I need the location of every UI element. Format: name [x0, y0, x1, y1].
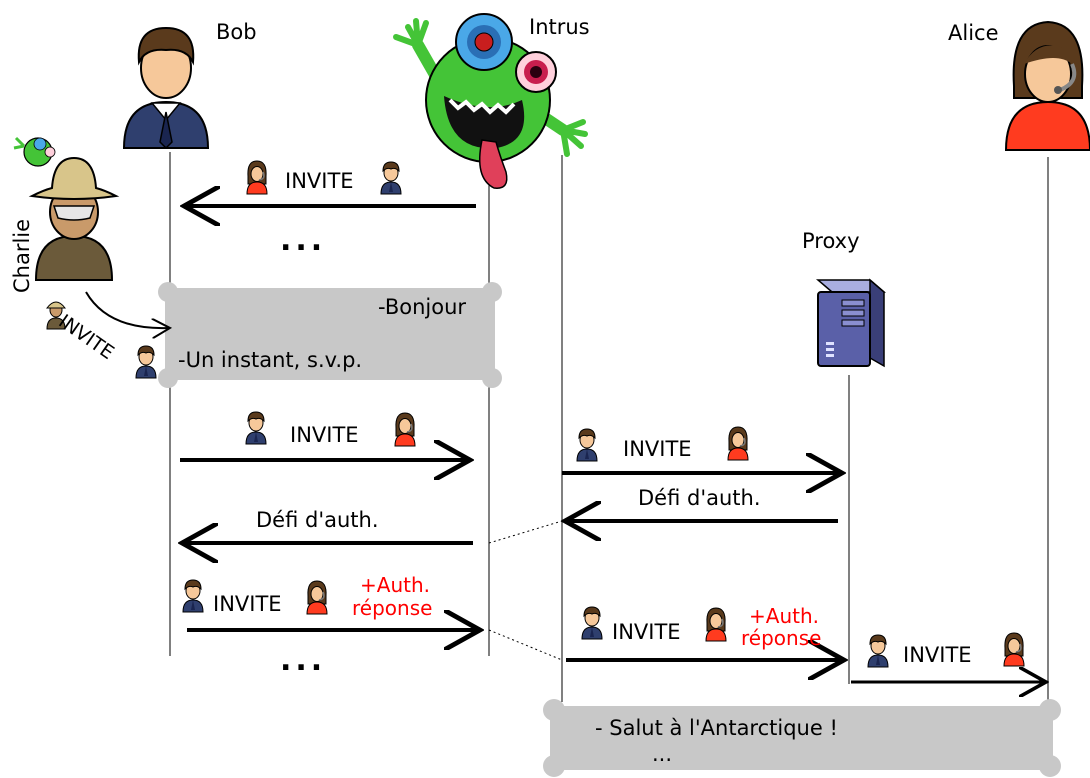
invite-label-6: INVITE	[903, 643, 972, 667]
bob-icon	[867, 634, 889, 668]
invite-label-4: INVITE	[213, 592, 282, 616]
intruder-avatar	[393, 13, 588, 189]
bob-icon	[581, 606, 603, 640]
bob-avatar	[122, 26, 210, 150]
alice-avatar	[1004, 20, 1090, 151]
invite-label-2: INVITE	[290, 423, 359, 447]
note-alice-greeting	[543, 699, 1061, 777]
challenge-label-bob: Défi d'auth.	[256, 508, 379, 532]
auth-label-1-line2: réponse	[352, 596, 433, 620]
alice-icon	[246, 160, 268, 195]
relay-dotted-challenge	[488, 520, 563, 544]
lifelines	[169, 152, 1049, 702]
charlie-label: Charlie	[10, 218, 34, 293]
alice-icon	[1003, 632, 1025, 667]
bob-icon	[182, 579, 204, 613]
bob-icon	[245, 411, 267, 445]
arrow-charlie-to-note	[85, 291, 168, 328]
note-intercepted-chat	[158, 282, 502, 388]
alice-icon	[705, 607, 727, 642]
ellipsis-2: ...	[280, 643, 327, 678]
note-hello: -Bonjour	[378, 295, 467, 319]
greeting-text: - Salut à l'Antarctique !	[595, 716, 838, 740]
bob-icon	[135, 345, 157, 379]
alice-label: Alice	[948, 21, 999, 45]
bob-label: Bob	[216, 20, 257, 44]
message-arrows	[85, 206, 1043, 682]
relay-dotted-auth	[488, 629, 563, 661]
alice-icon	[306, 580, 328, 615]
charlie-avatar	[13, 136, 120, 281]
auth-label-1-line1: +Auth.	[360, 573, 430, 597]
bob-icon	[380, 161, 402, 195]
invite-label-1: INVITE	[285, 169, 354, 193]
alice-icon	[394, 412, 416, 447]
auth-label-2-line1: +Auth.	[749, 604, 819, 628]
proxy-label: Proxy	[802, 229, 860, 253]
ellipsis-1: ...	[280, 223, 327, 258]
greeting-ellipsis: ...	[652, 742, 673, 766]
challenge-label-proxy: Défi d'auth.	[638, 486, 761, 510]
auth-label-2-line2: réponse	[741, 626, 822, 650]
invite-label-3: INVITE	[623, 437, 692, 461]
invite-label-5: INVITE	[612, 620, 681, 644]
intruder-label: Intrus	[529, 15, 590, 39]
bob-icon	[576, 428, 598, 462]
alice-icon	[727, 426, 749, 461]
message-icons	[46, 160, 1025, 668]
proxy-server-icon	[815, 278, 887, 368]
note-one-moment: -Un instant, s.v.p.	[178, 348, 363, 372]
